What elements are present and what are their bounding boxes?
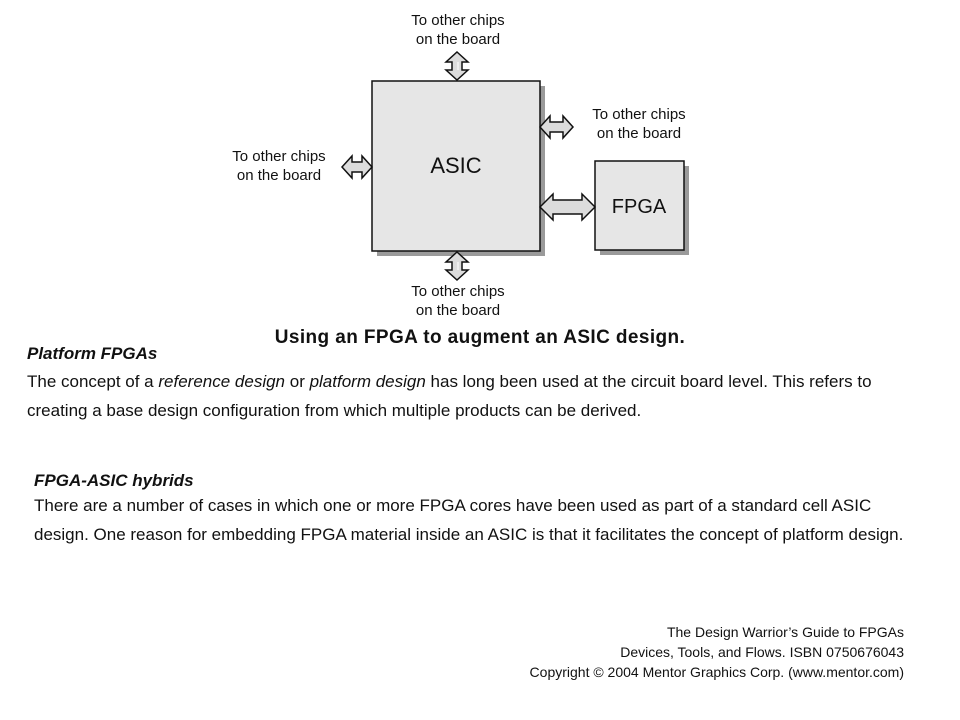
section-body-platform-fpgas: The concept of a reference design or pla…	[27, 367, 917, 425]
label-bottom-line1: To other chips	[411, 283, 505, 300]
credit-line-3: Copyright © 2004 Mentor Graphics Corp. (…	[529, 664, 904, 680]
label-top-line1: To other chips	[411, 12, 505, 29]
asic-fpga-bus-arrow	[538, 192, 597, 222]
label-right-line1: To other chips	[592, 106, 686, 123]
body-text-1b: or	[285, 372, 310, 391]
label-left-chips: To other chips on the board	[219, 147, 339, 185]
asic-fpga-diagram: ASIC FPGA	[340, 50, 689, 282]
label-right-line2: on the board	[596, 125, 682, 142]
fpga-block	[594, 160, 685, 251]
fpga-label: FPGA	[612, 196, 667, 218]
credit-line-1: The Design Warrior’s Guide to FPGAs	[666, 624, 904, 640]
label-top-line2: on the board	[415, 31, 501, 48]
asic-label: ASIC	[430, 153, 481, 178]
left-bus-arrow	[340, 154, 374, 180]
label-bottom-line2: on the board	[415, 302, 501, 319]
label-right-chips: To other chips on the board	[579, 105, 699, 143]
label-left-line2: on the board	[236, 167, 322, 184]
figure-caption: Using an FPGA to augment an ASIC design.	[274, 327, 686, 348]
body-emph-platform-design: platform design	[309, 372, 426, 391]
label-top-chips: To other chips on the board	[398, 11, 518, 49]
body-text-1a: The concept of a	[27, 372, 159, 391]
right-bus-arrow	[538, 114, 575, 140]
credit-line-2: Devices, Tools, and Flows. ISBN 07506760…	[620, 644, 904, 660]
asic-block	[371, 80, 541, 252]
label-bottom-chips: To other chips on the board	[398, 282, 518, 320]
body-emph-reference-design: reference design	[158, 372, 286, 391]
label-left-line1: To other chips	[232, 148, 326, 165]
section-heading-platform-fpgas: Platform FPGAs	[27, 344, 158, 363]
book-credit: The Design Warrior’s Guide to FPGAs Devi…	[530, 622, 904, 682]
bottom-bus-arrow	[444, 250, 470, 282]
top-bus-arrow	[444, 50, 470, 82]
section-body-fpga-asic-hybrids: There are a number of cases in which one…	[34, 496, 904, 544]
section-heading-fpga-asic-hybrids: FPGA-ASIC hybrids	[34, 471, 194, 490]
body-text-1c: has long been used at the circuit board …	[27, 372, 872, 420]
